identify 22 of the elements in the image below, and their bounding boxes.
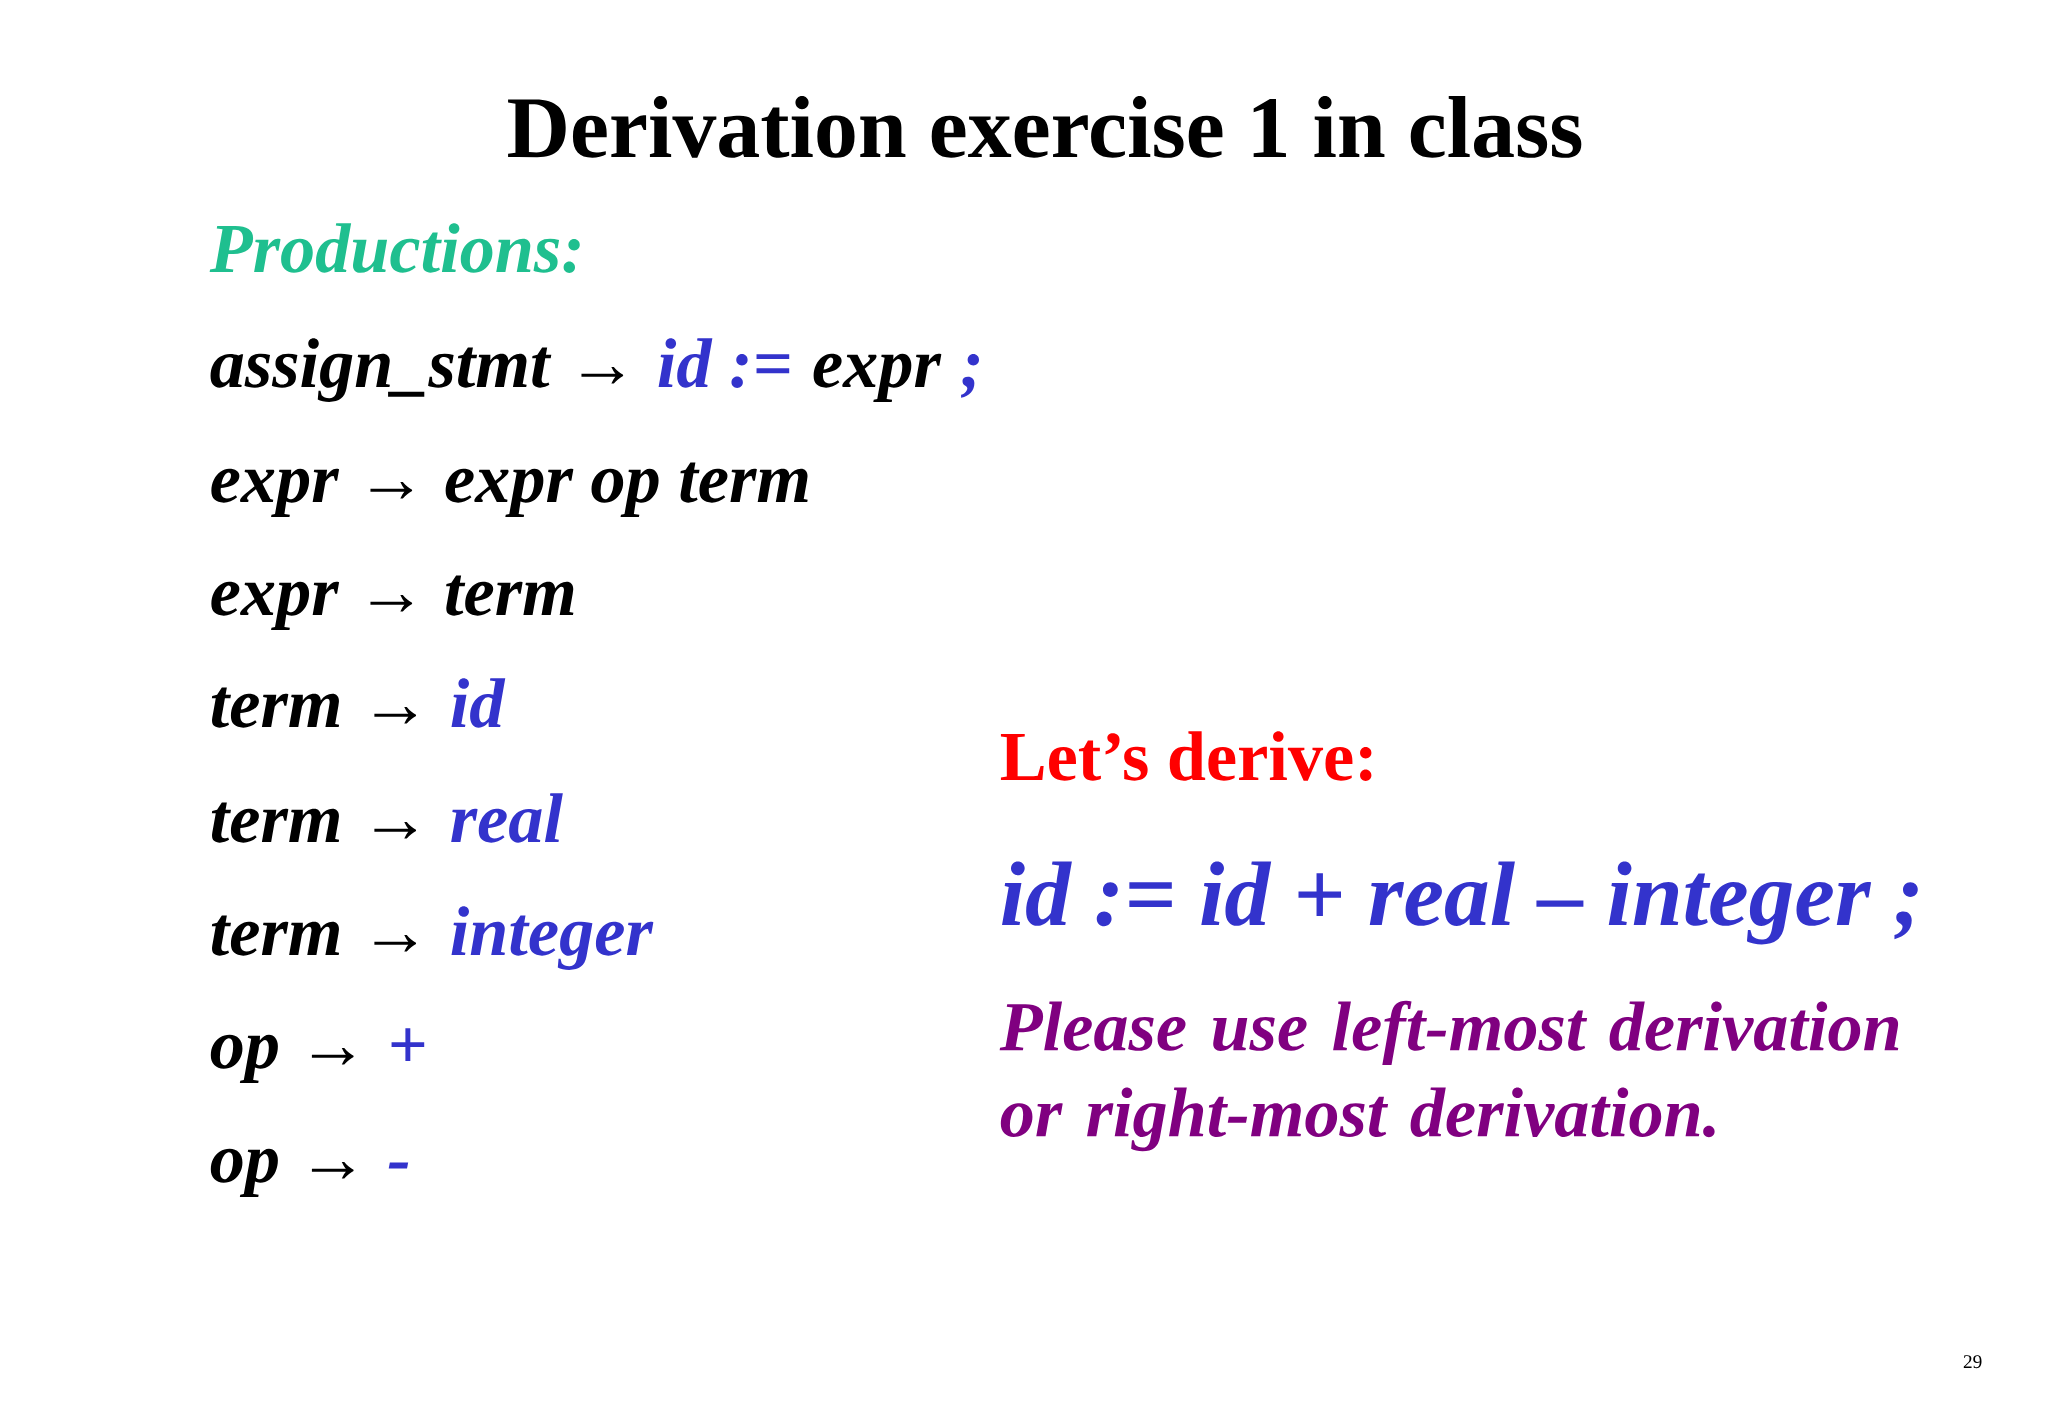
production-text: expr → expr op term xyxy=(211,462,808,517)
production-text: id := xyxy=(658,338,790,388)
production-text: + xyxy=(391,1028,425,1062)
production-text: - xyxy=(388,1162,409,1169)
production-text: op → xyxy=(210,1034,354,1083)
production-text: term → xyxy=(211,687,416,728)
production-text: id xyxy=(451,678,506,728)
slide-title: Derivation exercise 1 in class xyxy=(508,96,1582,158)
instruction-text: Please use left-most derivation or right-most derivation. xyxy=(999,1000,1899,1152)
prompt-text: Let’s derive: xyxy=(1000,731,1372,781)
page-number: 29 xyxy=(1963,1355,1982,1369)
production-text: term → xyxy=(211,915,416,956)
production-text: term → xyxy=(211,802,416,843)
production-text: op → xyxy=(210,1148,354,1197)
production-text: real xyxy=(451,793,563,843)
target-string: id := id + real – integer ; xyxy=(1002,861,1918,945)
production-text: integer xyxy=(451,906,654,970)
production-text: assign_stmt → xyxy=(210,338,624,402)
production-text: expr → term xyxy=(211,575,574,630)
production-text: expr xyxy=(813,353,942,402)
production-text: ; xyxy=(961,354,979,398)
section-heading: Productions: xyxy=(209,223,580,273)
